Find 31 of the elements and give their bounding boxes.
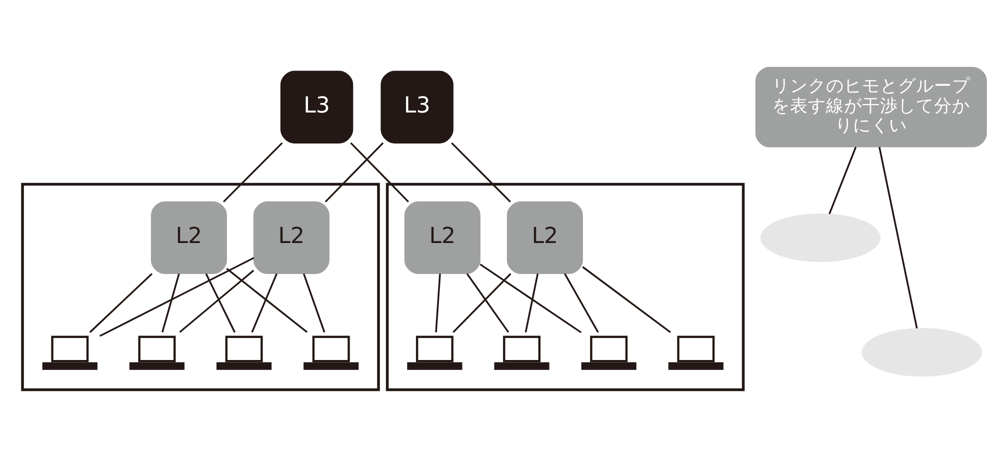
connector: [828, 146, 857, 214]
connector: [564, 273, 599, 333]
node-box: L3: [280, 70, 354, 144]
node-box: L2: [150, 201, 227, 274]
connector: [480, 264, 582, 334]
connector: [466, 273, 510, 333]
connector: [451, 142, 511, 202]
node-box: L3: [380, 70, 454, 144]
connector: [251, 273, 278, 333]
connector: [226, 268, 308, 333]
node-box: L2: [253, 201, 330, 274]
connector: [582, 266, 672, 333]
node-box: L2: [506, 201, 583, 274]
connector: [435, 274, 441, 332]
connector: [205, 273, 236, 333]
connector: [302, 273, 326, 333]
connector: [222, 142, 283, 202]
connector: [324, 142, 384, 202]
node-ellipse: [760, 213, 880, 262]
connector: [452, 273, 512, 333]
connector: [350, 142, 410, 202]
node-box: リンクのヒモとグループを表す線が干渉して分かりにくい: [755, 66, 987, 148]
connector: [878, 146, 918, 329]
connector: [524, 274, 539, 332]
cluster: [386, 182, 745, 392]
connector: [99, 257, 254, 337]
connector: [89, 273, 153, 333]
connector: [179, 270, 254, 333]
node-box: L2: [404, 201, 480, 274]
node-ellipse: [862, 328, 982, 377]
connector: [162, 274, 180, 333]
